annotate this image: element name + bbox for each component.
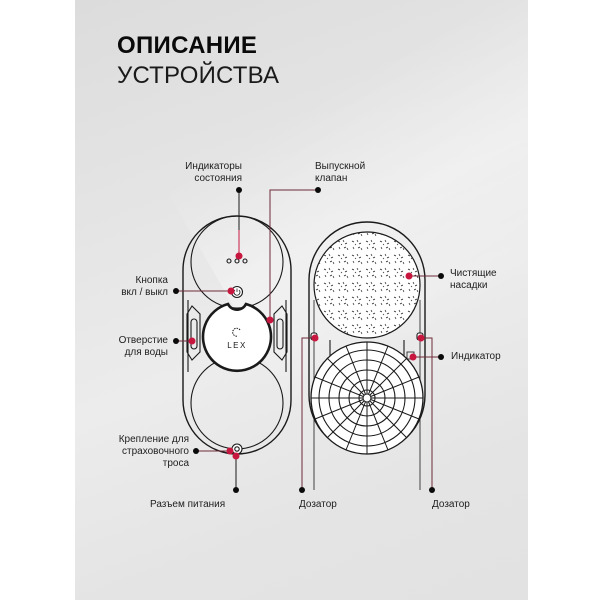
callout-water-hole: Отверстие для воды: [90, 335, 168, 359]
rope-mount-label-line3: троса: [162, 458, 189, 469]
rope-mount-label-line2: страховочного: [122, 446, 189, 457]
callout-power-button: Кнопка вкл / выкл: [90, 275, 168, 299]
callout-exhaust-valve: Выпускной клапан: [315, 161, 365, 185]
cleaning-pads-label-line2: насадки: [450, 280, 488, 291]
status-indicators-label-line1: Индикаторы: [185, 161, 242, 172]
accent-markers: [188, 252, 425, 460]
page-title-line1: ОПИСАНИЕ: [117, 32, 258, 59]
callout-status-indicators: Индикаторы состояния: [150, 161, 242, 185]
callout-endpoints: [173, 187, 444, 493]
exhaust-valve-label-line1: Выпускной: [315, 161, 366, 172]
callout-dispenser-left: Дозатор: [299, 499, 337, 511]
callout-cleaning-pads: Чистящие насадки: [450, 268, 497, 292]
rope-mount-label-line1: Крепление для: [118, 434, 189, 445]
callout-safety-rope-mount: Крепление для страховочного троса: [90, 434, 189, 470]
power-button-label-line1: Кнопка: [135, 275, 168, 286]
power-button-label-line2: вкл / выкл: [121, 287, 168, 298]
robot-front-view: [182, 215, 292, 455]
indicator-label: Индикатор: [451, 351, 501, 362]
callout-dispenser-right: Дозатор: [432, 499, 470, 511]
callout-power-connector: Разъем питания: [150, 499, 225, 511]
callout-indicator: Индикатор: [451, 351, 501, 363]
exhaust-valve-label-line2: клапан: [315, 173, 348, 184]
background-panel: [75, 0, 528, 600]
dispenser-right-label: Дозатор: [432, 499, 470, 510]
power-connector-label: Разъем питания: [150, 499, 226, 510]
water-hole-label-line2: для воды: [124, 347, 168, 358]
cleaning-pads-label-line1: Чистящие: [450, 268, 497, 279]
page-title-line2: УСТРОЙСТВА: [117, 62, 280, 89]
water-hole-label-line1: Отверстие: [118, 335, 168, 346]
robot-back-view: [308, 221, 426, 490]
dispenser-left-label: Дозатор: [299, 499, 337, 510]
status-indicators-label-line2: состояния: [194, 173, 242, 184]
lex-logo: LEX: [227, 341, 247, 350]
